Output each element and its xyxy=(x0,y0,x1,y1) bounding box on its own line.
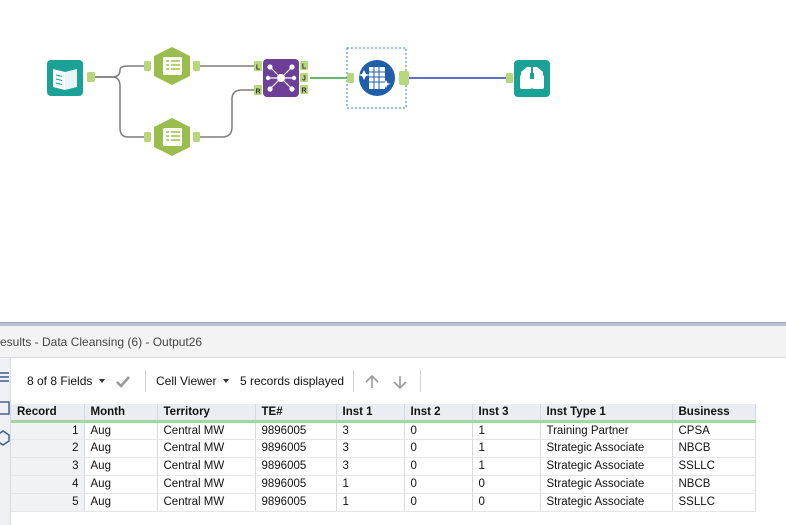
connector-input-select-top[interactable] xyxy=(95,65,150,78)
join-anchor-left-label: L xyxy=(256,65,261,72)
inst-1-cell[interactable]: 3 xyxy=(336,421,405,440)
inst-1-cell[interactable]: 1 xyxy=(336,475,405,494)
inst-3-cell[interactable]: 1 xyxy=(472,457,541,476)
toolbar-separator xyxy=(420,370,421,392)
inst-1-cell[interactable]: 3 xyxy=(336,457,405,476)
connector-select-join-right[interactable] xyxy=(200,89,254,138)
table-row[interactable]: 4 Aug Central MW 9896005 1 0 0 Strategic… xyxy=(11,475,756,494)
record-number-cell[interactable]: 5 xyxy=(11,493,85,512)
inst-2-cell[interactable]: 0 xyxy=(404,439,473,458)
results-panel: esults - Data Cleansing (6) - Output26 8… xyxy=(0,326,786,525)
table-row[interactable]: 5 Aug Central MW 9896005 1 0 0 Strategic… xyxy=(11,493,756,512)
territory-cell[interactable]: Central MW xyxy=(157,421,256,440)
inst-1-cell[interactable]: 1 xyxy=(336,493,405,512)
te-number-cell[interactable]: 9896005 xyxy=(255,439,337,458)
results-title: esults - Data Cleansing (6) - Output26 xyxy=(0,335,203,349)
checkmark-icon[interactable] xyxy=(114,373,132,391)
column-header-record[interactable]: Record xyxy=(11,404,85,423)
business-cell[interactable]: NBCB xyxy=(672,475,756,494)
results-grid: Record Month Territory TE# Inst 1 Inst 2… xyxy=(11,404,756,512)
join-out-right-label: R xyxy=(301,88,306,95)
column-header-inst-type-1[interactable]: Inst Type 1 xyxy=(540,404,673,423)
cell-viewer-dropdown[interactable]: Cell Viewer xyxy=(156,374,217,388)
inst-3-cell[interactable]: 1 xyxy=(472,439,541,458)
table-row[interactable]: 2 Aug Central MW 9896005 3 0 1 Strategic… xyxy=(11,439,756,458)
records-displayed-label: 5 records displayed xyxy=(240,374,345,388)
month-cell[interactable]: Aug xyxy=(84,457,158,476)
inst-1-cell[interactable]: 3 xyxy=(336,439,405,458)
month-cell[interactable]: Aug xyxy=(84,493,158,512)
inst-2-cell[interactable]: 0 xyxy=(404,457,473,476)
inst-3-cell[interactable]: 0 xyxy=(472,493,541,512)
table-view-icon[interactable] xyxy=(0,400,10,416)
fields-dropdown[interactable]: 8 of 8 Fields xyxy=(27,374,93,388)
territory-cell[interactable]: Central MW xyxy=(157,439,256,458)
column-header-te-number[interactable]: TE# xyxy=(255,404,337,423)
input-tool-output-anchor[interactable] xyxy=(87,72,95,82)
te-number-cell[interactable]: 9896005 xyxy=(255,475,337,494)
column-header-business[interactable]: Business xyxy=(672,404,756,423)
inst-type-1-cell[interactable]: Strategic Associate xyxy=(540,493,673,512)
te-number-cell[interactable]: 9896005 xyxy=(255,421,337,440)
workflow-canvas[interactable]: L R L J R xyxy=(0,0,786,322)
column-header-inst-2[interactable]: Inst 2 xyxy=(404,404,473,423)
column-header-month[interactable]: Month xyxy=(84,404,158,423)
results-toolbar: 8 of 8 Fields Cell Viewer 5 records disp… xyxy=(11,366,786,398)
list-view-icon[interactable] xyxy=(0,370,10,386)
inst-type-1-cell[interactable]: Strategic Associate xyxy=(540,439,673,458)
record-number-cell[interactable]: 2 xyxy=(11,439,85,458)
metadata-view-icon[interactable] xyxy=(0,430,10,446)
inst-2-cell[interactable]: 0 xyxy=(404,493,473,512)
territory-cell[interactable]: Central MW xyxy=(157,457,256,476)
te-number-cell[interactable]: 9896005 xyxy=(255,457,337,476)
te-number-cell[interactable]: 9896005 xyxy=(255,493,337,512)
record-number-cell[interactable]: 4 xyxy=(11,475,85,494)
territory-cell[interactable]: Central MW xyxy=(157,475,256,494)
results-header: esults - Data Cleansing (6) - Output26 xyxy=(0,326,786,358)
arrow-down-icon[interactable] xyxy=(391,373,409,391)
join-tool[interactable]: L R L J R xyxy=(254,59,308,97)
business-cell[interactable]: NBCB xyxy=(672,439,756,458)
fields-dropdown-caret-icon[interactable] xyxy=(99,379,105,383)
inst-type-1-cell[interactable]: Training Partner xyxy=(540,421,673,440)
column-header-territory[interactable]: Territory xyxy=(157,404,256,423)
browse-tool[interactable] xyxy=(506,60,550,97)
record-number-cell[interactable]: 1 xyxy=(11,421,85,440)
join-out-left-label: L xyxy=(302,64,307,71)
month-cell[interactable]: Aug xyxy=(84,421,158,440)
workflow-diagram: L R L J R xyxy=(47,47,550,156)
input-data-tool[interactable] xyxy=(47,60,95,96)
table-row[interactable]: 3 Aug Central MW 9896005 3 0 1 Strategic… xyxy=(11,457,756,476)
connector-input-select-bottom[interactable] xyxy=(95,76,150,138)
inst-type-1-cell[interactable]: Strategic Associate xyxy=(540,457,673,476)
inst-2-cell[interactable]: 0 xyxy=(404,421,473,440)
record-number-cell[interactable]: 3 xyxy=(11,457,85,476)
panel-splitter[interactable] xyxy=(0,322,786,326)
inst-3-cell[interactable]: 1 xyxy=(472,421,541,440)
select-tool-top[interactable] xyxy=(144,47,200,85)
inst-type-1-cell[interactable]: Strategic Associate xyxy=(540,475,673,494)
business-cell[interactable]: SSLLC xyxy=(672,493,756,512)
grid-header-row: Record Month Territory TE# Inst 1 Inst 2… xyxy=(11,404,756,423)
column-header-inst-1[interactable]: Inst 1 xyxy=(336,404,405,423)
table-row[interactable]: 1 Aug Central MW 9896005 3 0 1 Training … xyxy=(11,421,756,440)
results-side-strip xyxy=(0,358,11,525)
inst-2-cell[interactable]: 0 xyxy=(404,475,473,494)
select-tool-bottom[interactable] xyxy=(144,118,200,156)
toolbar-separator xyxy=(145,370,146,392)
join-out-join-label: J xyxy=(302,76,306,83)
month-cell[interactable]: Aug xyxy=(84,439,158,458)
join-anchor-right-label: R xyxy=(255,89,260,96)
territory-cell[interactable]: Central MW xyxy=(157,493,256,512)
data-cleansing-tool[interactable] xyxy=(346,47,409,109)
business-cell[interactable]: CPSA xyxy=(672,421,756,440)
arrow-up-icon[interactable] xyxy=(363,373,381,391)
business-cell[interactable]: SSLLC xyxy=(672,457,756,476)
cell-viewer-caret-icon[interactable] xyxy=(223,379,229,383)
column-header-inst-3[interactable]: Inst 3 xyxy=(472,404,541,423)
inst-3-cell[interactable]: 0 xyxy=(472,475,541,494)
month-cell[interactable]: Aug xyxy=(84,475,158,494)
toolbar-separator xyxy=(353,370,354,392)
